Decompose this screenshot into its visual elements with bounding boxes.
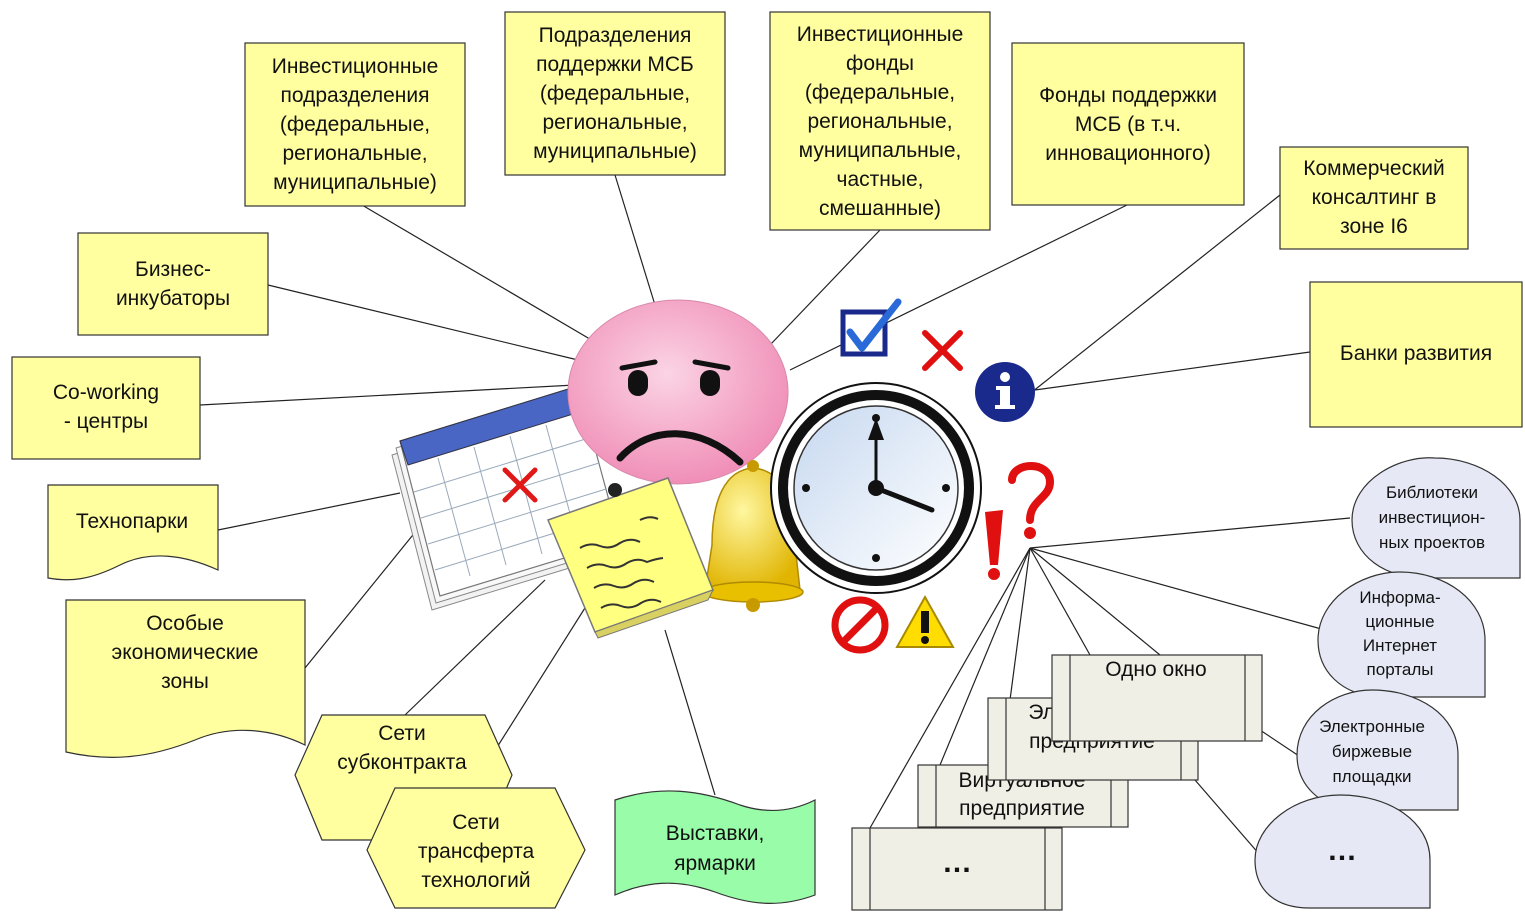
box-line: Библиотеки [1386,483,1478,502]
calendar-cross-icon [502,467,538,503]
box-line: Бизнес- [135,258,211,281]
box-line: Выставки, [666,822,765,845]
box-line: муниципальные) [273,171,437,194]
box-line: Электронные [1319,717,1425,736]
electronic-exchange-platforms-oval: Электронные биржевые площадки [1296,689,1459,811]
box-line: зоны [161,670,209,693]
box-line: региональные, [542,111,687,134]
box-line: подразделения [281,84,430,107]
sticky-note-icon [547,477,715,639]
box-line: муниципальные, [799,139,962,162]
box-line: Особые [146,612,224,635]
business-incubators-box: Бизнес- инкубаторы [77,232,269,336]
prohibition-icon [831,596,889,654]
box-line: смешанные) [819,197,941,220]
more-ovals-oval: … [1254,794,1431,909]
box-line: Банки развития [1340,342,1492,365]
box-line: … [1327,834,1357,867]
exclamation-question-icon [985,462,1055,580]
box-line: региональные, [807,110,952,133]
info-icon [975,362,1035,422]
box-line: - центры [64,410,148,433]
box-line: Фонды поддержки [1039,84,1217,107]
box-line: инвестицион- [1379,508,1486,527]
box-line: инкубаторы [116,287,230,310]
box-line: Инвестиционные [272,55,439,78]
box-line: Инвестиционные [797,23,964,46]
box-line: Сети [452,811,500,834]
box-line: Подразделения [539,24,692,47]
box-line: (федеральные, [280,113,430,136]
box-line: ных проектов [1379,533,1485,552]
sad-face-icon [567,299,789,485]
checkbox-icon [840,298,902,357]
one-window-box: Одно окно [1051,654,1263,742]
cross-icon [922,330,963,371]
box-line: порталы [1367,660,1434,679]
box-line: Одно окно [1105,658,1206,681]
technology-transfer-networks-hexagon: Сети трансферта технологий [366,787,586,909]
investment-divisions-box: Инвестиционные подразделения (федеральны… [244,42,466,207]
box-line: трансферта [418,840,535,863]
box-line: Интернет [1363,636,1437,655]
box-line: предприятие [959,797,1085,820]
box-line: экономические [112,641,259,664]
box-line: (федеральные, [805,81,955,104]
box-line: региональные, [282,142,427,165]
box-line: площадки [1332,767,1411,786]
box-line: МСБ (в т.ч. [1075,113,1181,136]
box-line: биржевые [1332,742,1412,761]
box-line: Информа- [1359,588,1440,607]
development-banks-box: Банки развития [1309,281,1523,428]
commercial-consulting-box: Коммерческий консалтинг в зоне I6 [1279,146,1469,250]
box-line: консалтинг в [1312,186,1437,209]
box-line: фонды [846,52,914,75]
box-line: поддержки МСБ [536,53,694,76]
information-internet-portals-oval: Информа- ционные Интернет порталы [1317,571,1486,698]
box-line: Коммерческий [1303,157,1444,180]
sme-support-funds-box: Фонды поддержки МСБ (в т.ч. инновационно… [1011,42,1245,206]
box-line: технологий [421,869,530,892]
box-line: инновационного) [1045,142,1210,165]
box-line: (федеральные, [540,82,690,105]
special-economic-zones-shape: Особые экономические зоны [65,599,306,758]
exhibitions-fairs-shape: Выставки, ярмарки [614,790,816,904]
box-line: субконтракта [337,751,467,774]
warning-icon [895,594,955,648]
investment-project-libraries-oval: Библиотеки инвестицион- ных проектов [1351,457,1521,579]
box-line: ционные [1365,612,1434,631]
box-line: зоне I6 [1340,215,1408,238]
box-line: Co-working [53,381,159,404]
technoparks-shape: Технопарки [47,484,219,581]
sme-support-divisions-box: Подразделения поддержки МСБ (федеральные… [504,11,726,176]
investment-funds-box: Инвестиционные фонды (федеральные, регио… [769,11,991,231]
coworking-centers-box: Co-working - центры [11,356,201,460]
box-line: Технопарки [76,510,188,533]
box-line: частные, [837,168,924,191]
box-line: ярмарки [674,852,756,875]
more-enterprise-box: … [851,827,1063,911]
box-line: Сети [378,722,426,745]
clock-icon [770,382,982,594]
box-line: … [942,846,972,879]
box-line: муниципальные) [533,140,697,163]
